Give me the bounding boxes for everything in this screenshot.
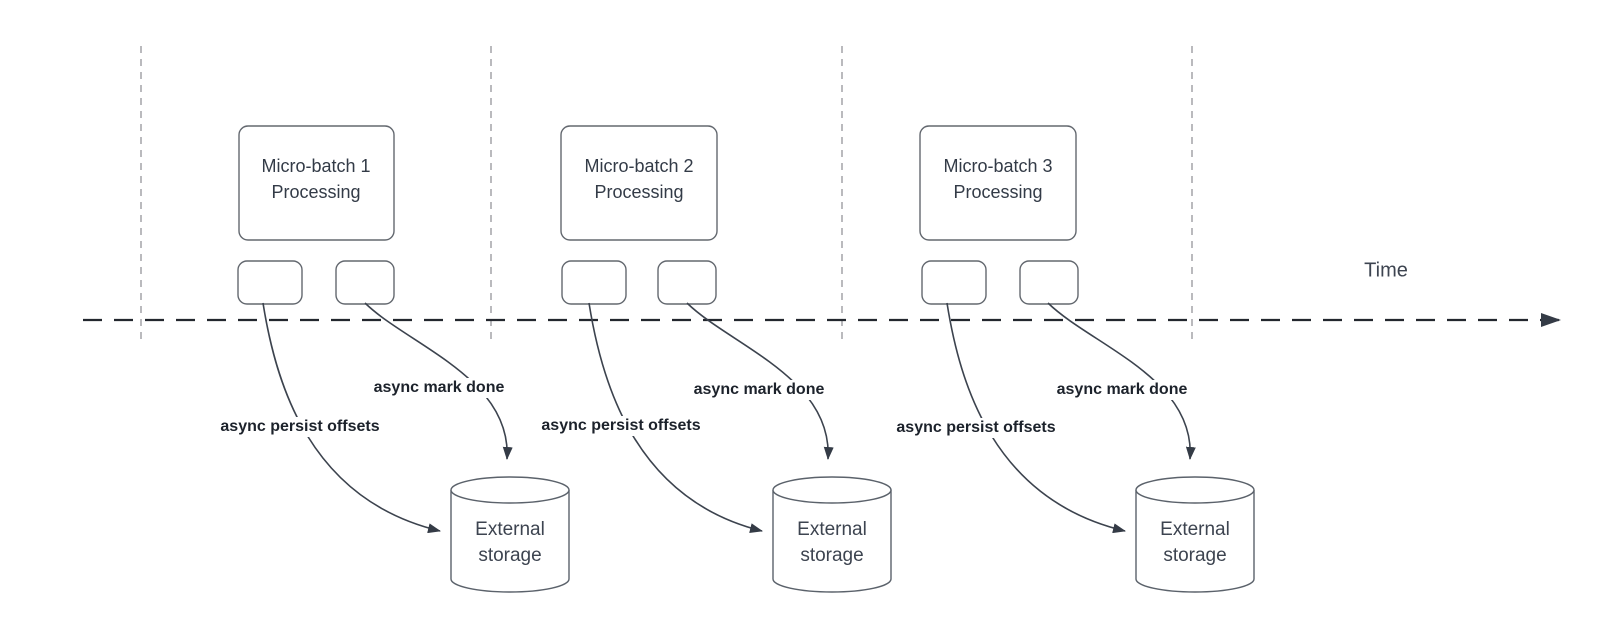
batch1-title: Micro-batch 1 Processing bbox=[261, 156, 371, 202]
batch1-done-arrow bbox=[364, 302, 513, 460]
batch2-done-arrow bbox=[686, 302, 834, 460]
batch3-done-arrow bbox=[1047, 302, 1196, 460]
batch2-offset-box bbox=[561, 260, 627, 305]
batch2-done-label: async mark done bbox=[689, 380, 829, 400]
batch1-done-box bbox=[335, 260, 395, 305]
batch2-persist-arrow bbox=[588, 302, 763, 533]
batch2-processing-box bbox=[560, 125, 718, 241]
batch2-persist-label: async persist offsets bbox=[537, 416, 705, 436]
batch3-title: Micro-batch 3 Processing bbox=[943, 156, 1053, 202]
batch1-done-label: async mark done bbox=[369, 378, 509, 398]
storage2-label: External storage bbox=[786, 517, 878, 569]
batch3-done-label: async mark done bbox=[1052, 380, 1192, 400]
storage1-cylinder-top bbox=[450, 476, 570, 504]
storage3-label: External storage bbox=[1149, 517, 1241, 569]
batch3-persist-arrow bbox=[946, 302, 1126, 534]
batch2-title: Micro-batch 2 Processing bbox=[584, 156, 694, 202]
batch3-persist-label: async persist offsets bbox=[892, 418, 1060, 438]
batch3-processing-box bbox=[919, 125, 1077, 241]
storage1-label: External storage bbox=[464, 517, 556, 569]
time-axis-label: Time bbox=[1364, 259, 1408, 282]
storage3-cylinder-top bbox=[1135, 476, 1255, 504]
batch1-persist-label: async persist offsets bbox=[216, 417, 384, 437]
batch3-offset-box bbox=[921, 260, 987, 305]
batch1-offset-box bbox=[237, 260, 303, 305]
batch2-done-box bbox=[657, 260, 717, 305]
batch3-done-box bbox=[1019, 260, 1079, 305]
storage2-cylinder-top bbox=[772, 476, 892, 504]
batch1-processing-box bbox=[238, 125, 395, 241]
